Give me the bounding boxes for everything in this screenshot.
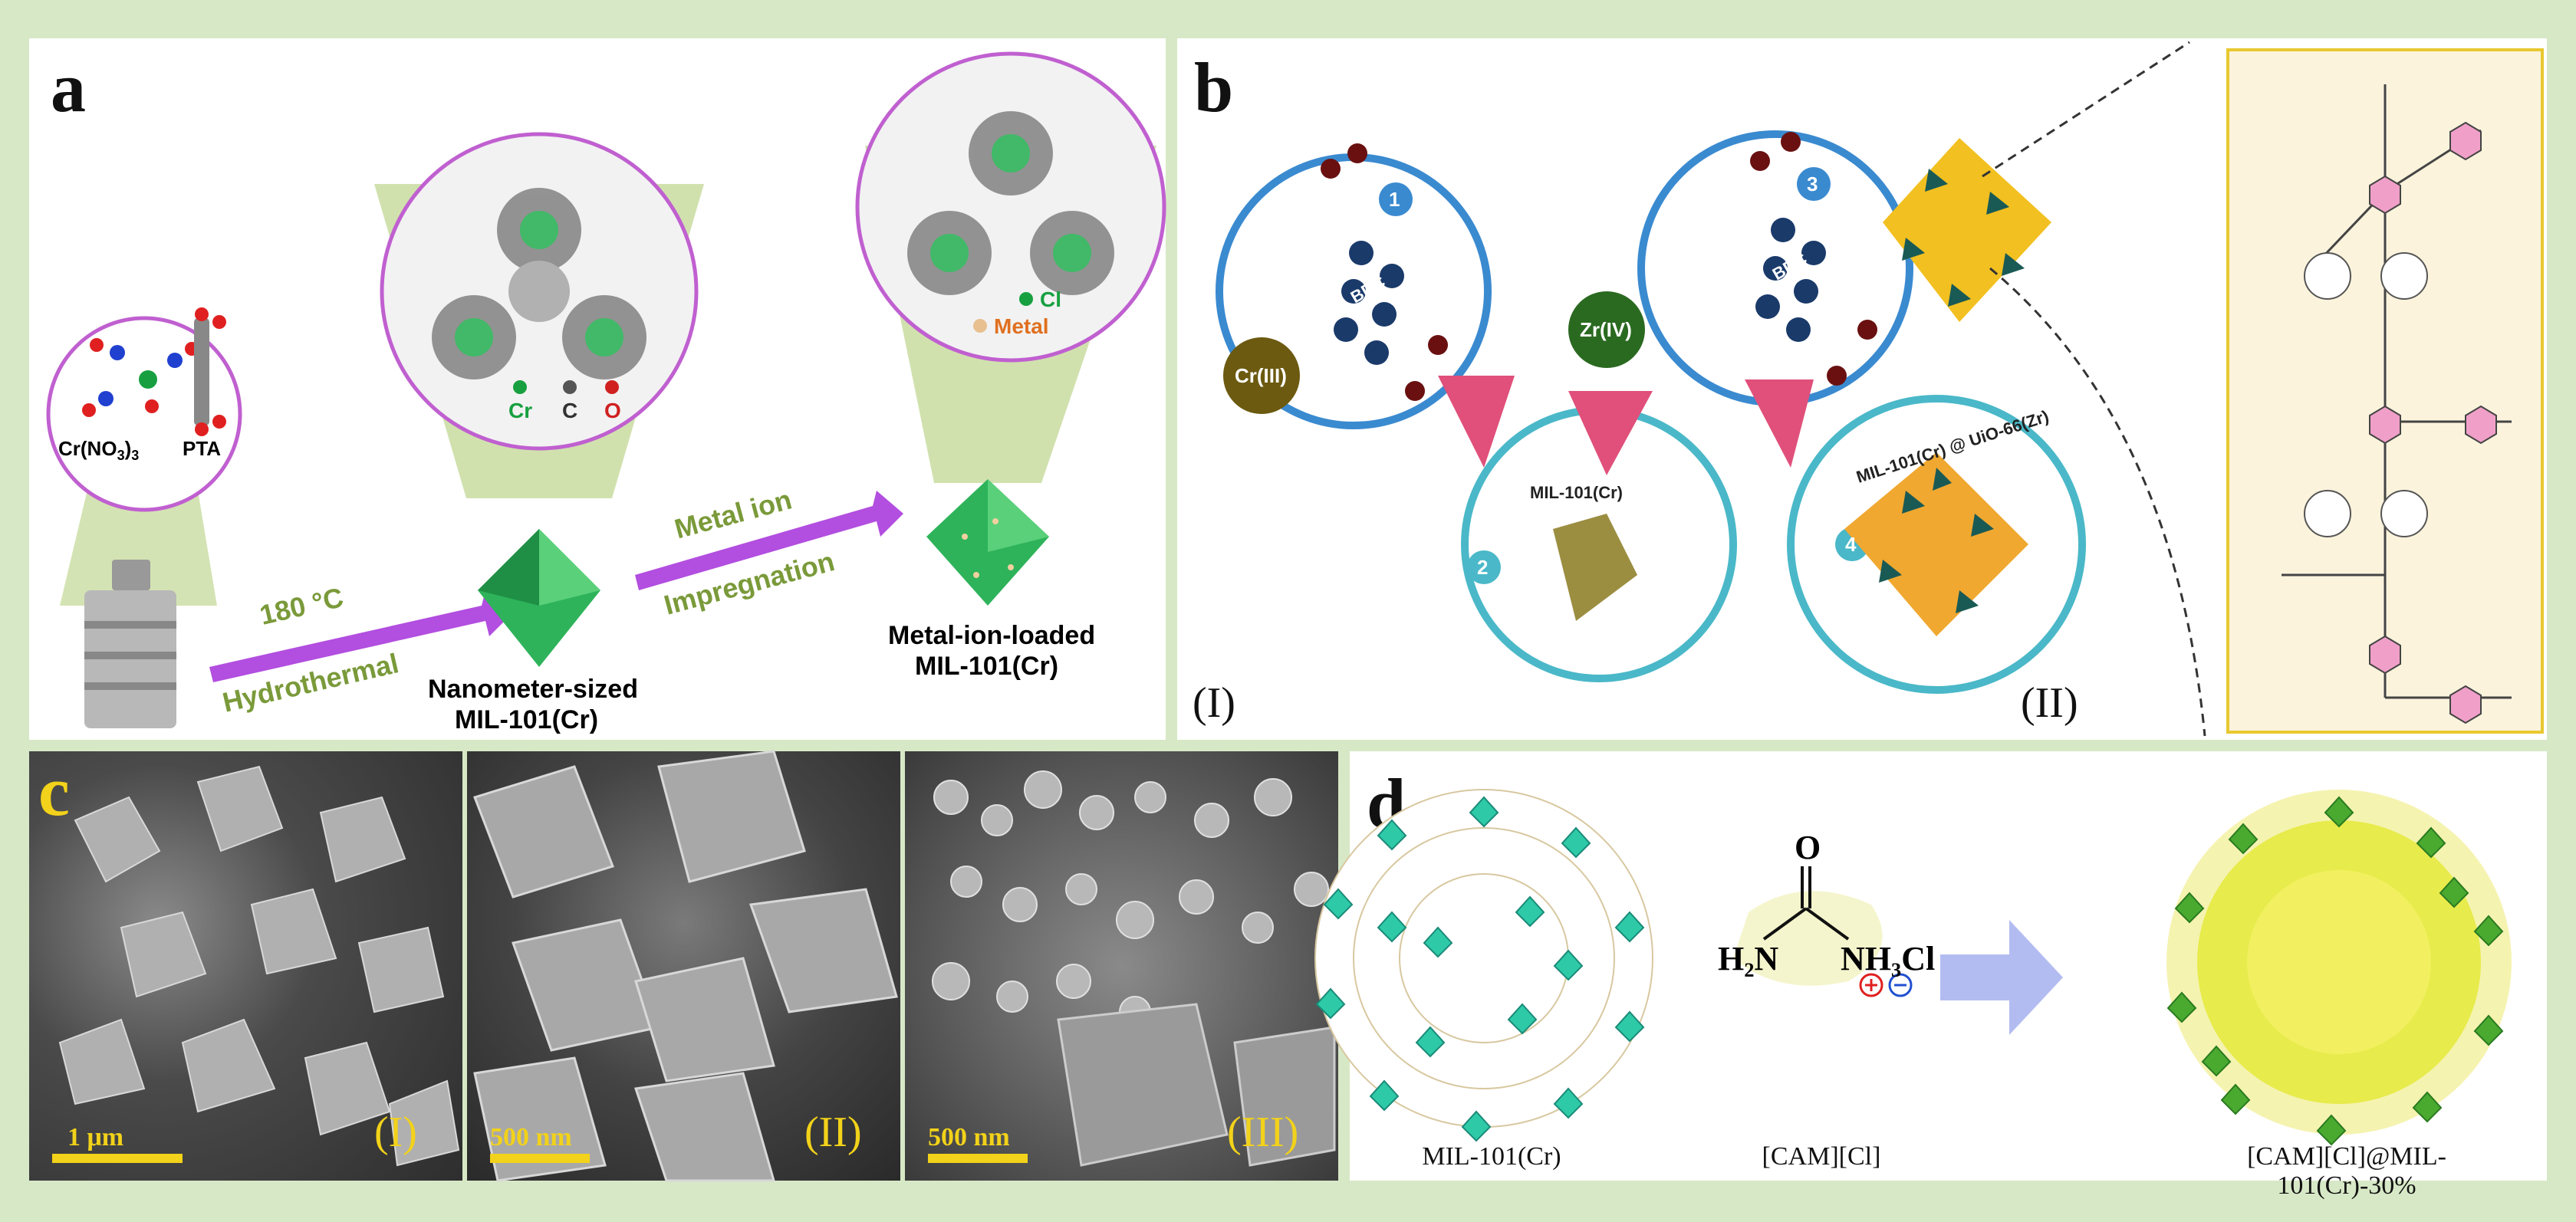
product-2-line-2: MIL-101(Cr) — [915, 652, 1059, 681]
caption-left: MIL-101(Cr) — [1422, 1142, 1561, 1171]
scalebar-3 — [928, 1154, 1028, 1163]
zr-sphere-icon — [1568, 291, 1645, 368]
caption-right: [CAM][Cl]@MIL-101(Cr)-30% — [2247, 1142, 2446, 1200]
panel-d: d — [1314, 751, 2547, 1200]
pink-arrow-1 — [1438, 376, 1515, 468]
pink-arrow-2 — [1568, 391, 1653, 475]
scale-text-3: 500 nm — [928, 1123, 1010, 1151]
step-3-badge: 3 — [1807, 172, 1818, 195]
pink-arrow-3 — [1745, 379, 1814, 468]
panel-b-graphic — [1216, 41, 2544, 737]
scale-text-2: 500 nm — [490, 1123, 572, 1151]
octahedron-icon — [478, 529, 600, 667]
mol-o-label: O — [1795, 829, 1821, 866]
cr-sphere-icon — [1223, 337, 1300, 414]
arrow-1 — [209, 590, 512, 682]
panel-d-graphic — [1314, 789, 2512, 1146]
mil-label: MIL-101(Cr) — [1530, 483, 1624, 502]
arrow-2 — [635, 491, 903, 590]
legend-cl: Cl — [1040, 287, 1061, 311]
sem-image-2: 500 nm (II) — [467, 750, 900, 1182]
product-1-line-1: Nanometer-sized — [428, 675, 638, 704]
sem-roman-3: (III) — [1227, 1109, 1299, 1156]
scale-text-1: 1 μm — [67, 1123, 124, 1151]
step-4-badge: 4 — [1845, 533, 1857, 556]
autoclave-icon — [84, 560, 176, 728]
cam-cl-molecule — [1733, 866, 1913, 997]
panel-b-letter: b — [1194, 48, 1234, 126]
cr-label: Cr(III) — [1235, 364, 1287, 387]
step-2-badge: 2 — [1477, 556, 1489, 579]
panel-c-letter: c — [38, 752, 70, 830]
crystal-ii — [1883, 138, 2051, 322]
reagent-label-cr-nitrate: Cr(NO3)3 — [58, 437, 140, 464]
loaded-octahedron-icon — [926, 479, 1049, 606]
step-1-badge: 1 — [1389, 188, 1400, 211]
caption-mid: [CAM][Cl] — [1762, 1142, 1881, 1171]
sem-roman-1: (I) — [374, 1109, 417, 1156]
reagent-circle — [46, 316, 242, 512]
panel-c: c 1 μm (I) 500 nm (II) — [29, 750, 1338, 1182]
sem-roman-2: (II) — [804, 1109, 862, 1156]
panel-a-graphic — [46, 51, 1166, 728]
scalebar-1 — [52, 1154, 183, 1163]
reagent-label-pta: PTA — [183, 437, 222, 460]
scalebar-2 — [490, 1154, 590, 1163]
mol-h2n-label: H₂N — [1718, 940, 1779, 977]
panel-a-letter: a — [51, 48, 86, 126]
panel-a: a — [29, 38, 1166, 740]
zr-label: Zr(IV) — [1580, 318, 1632, 341]
sem-image-3: 500 nm (III) — [905, 751, 1338, 1181]
product-2-line-1: Metal-ion-loaded — [888, 621, 1096, 650]
reaction-arrow — [1940, 920, 2063, 1035]
mol-nh3cl-label: NH₃Cl — [1841, 940, 1936, 977]
panel-b-roman-2: (II) — [2021, 679, 2078, 727]
sem-image-1: c 1 μm (I) — [29, 751, 462, 1181]
panel-b-roman-1: (I) — [1193, 679, 1235, 727]
legend-o: O — [604, 399, 621, 422]
legend-cr: Cr — [508, 399, 533, 422]
legend-c: C — [562, 399, 578, 422]
legend-metal: Metal — [994, 314, 1049, 338]
product-1-line-2: MIL-101(Cr) — [455, 705, 599, 734]
mil-101-cage — [1314, 789, 1653, 1142]
composite-crystal — [1844, 452, 2028, 636]
loaded-mof-sphere — [2166, 790, 2512, 1146]
panel-b: b — [1177, 38, 2547, 740]
